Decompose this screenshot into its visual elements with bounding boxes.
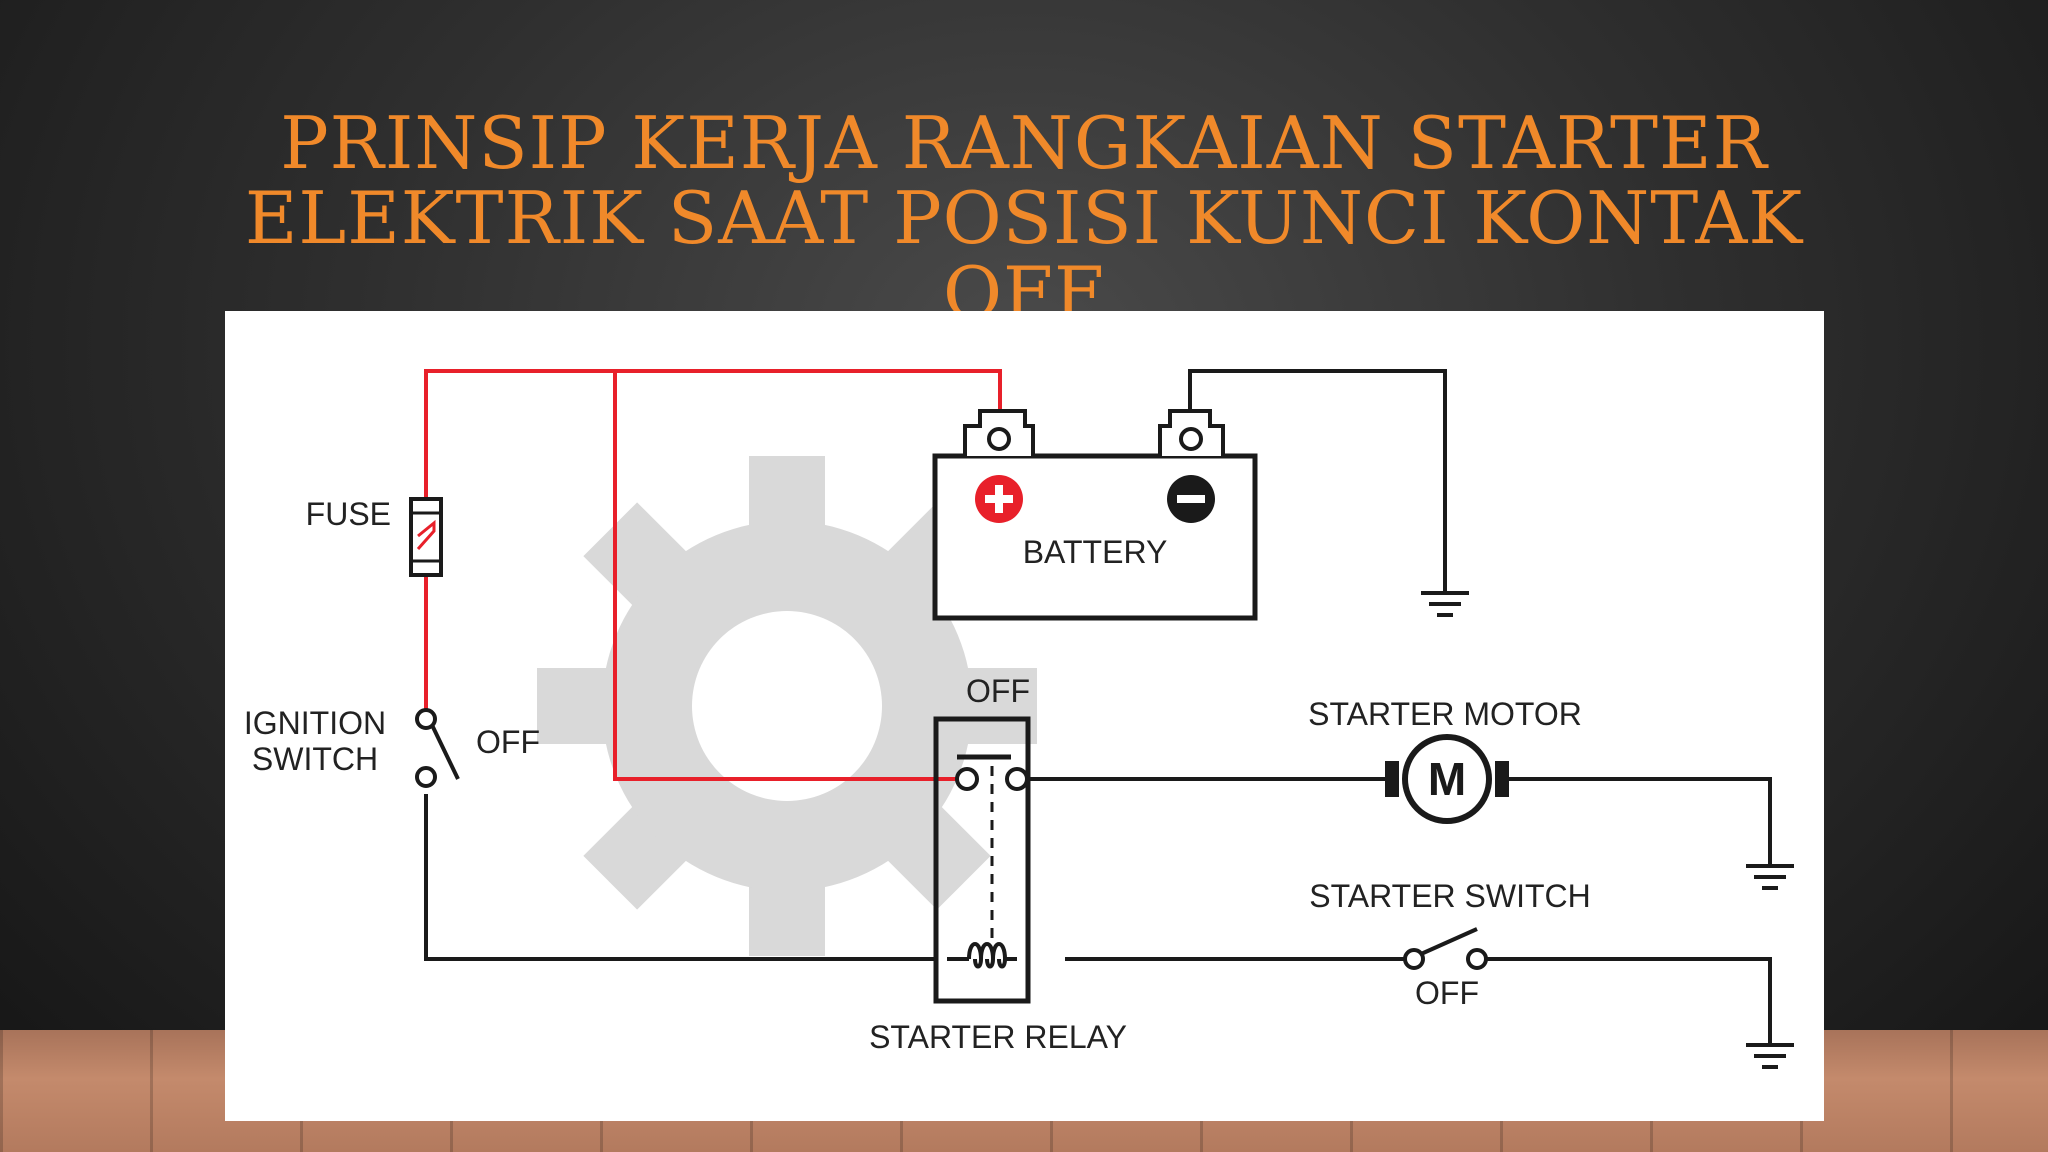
ignition-state-label: OFF bbox=[476, 724, 540, 760]
ground-icon bbox=[1421, 591, 1469, 617]
relay-state-label: OFF bbox=[966, 673, 1030, 709]
starter-switch-state-label: OFF bbox=[1415, 975, 1479, 1011]
ignition-switch-label-line1: IGNITION bbox=[244, 705, 386, 741]
starter-switch-icon bbox=[1403, 927, 1488, 970]
gear-watermark-icon bbox=[537, 456, 1037, 956]
fuse-icon bbox=[409, 497, 443, 577]
motor-icon: M bbox=[1385, 734, 1509, 824]
slide-title: PRINSIP KERJA RANGKAIAN STARTER ELEKTRIK… bbox=[244, 101, 1804, 335]
starter-relay-icon bbox=[933, 716, 1031, 1004]
circuit-diagram: BATTERY FUSE IGNITION SWITCH OFF bbox=[244, 369, 1794, 1069]
ground-icon bbox=[1746, 1043, 1794, 1069]
battery-icon: BATTERY bbox=[932, 409, 1258, 621]
circuit-diagram-panel: BATTERY FUSE IGNITION SWITCH OFF bbox=[225, 311, 1824, 1121]
ignition-switch-icon bbox=[415, 708, 460, 788]
battery-label: BATTERY bbox=[1023, 534, 1168, 570]
ignition-switch-label-line2: SWITCH bbox=[252, 741, 378, 777]
relay-coil-icon bbox=[947, 942, 1017, 969]
wires bbox=[424, 369, 1772, 1045]
motor-symbol: M bbox=[1428, 753, 1466, 805]
ground-icon bbox=[1746, 864, 1794, 890]
fuse-label: FUSE bbox=[306, 496, 391, 532]
starter-motor-label: STARTER MOTOR bbox=[1308, 696, 1582, 732]
starter-switch-label: STARTER SWITCH bbox=[1309, 878, 1590, 914]
starter-relay-label: STARTER RELAY bbox=[869, 1019, 1127, 1055]
